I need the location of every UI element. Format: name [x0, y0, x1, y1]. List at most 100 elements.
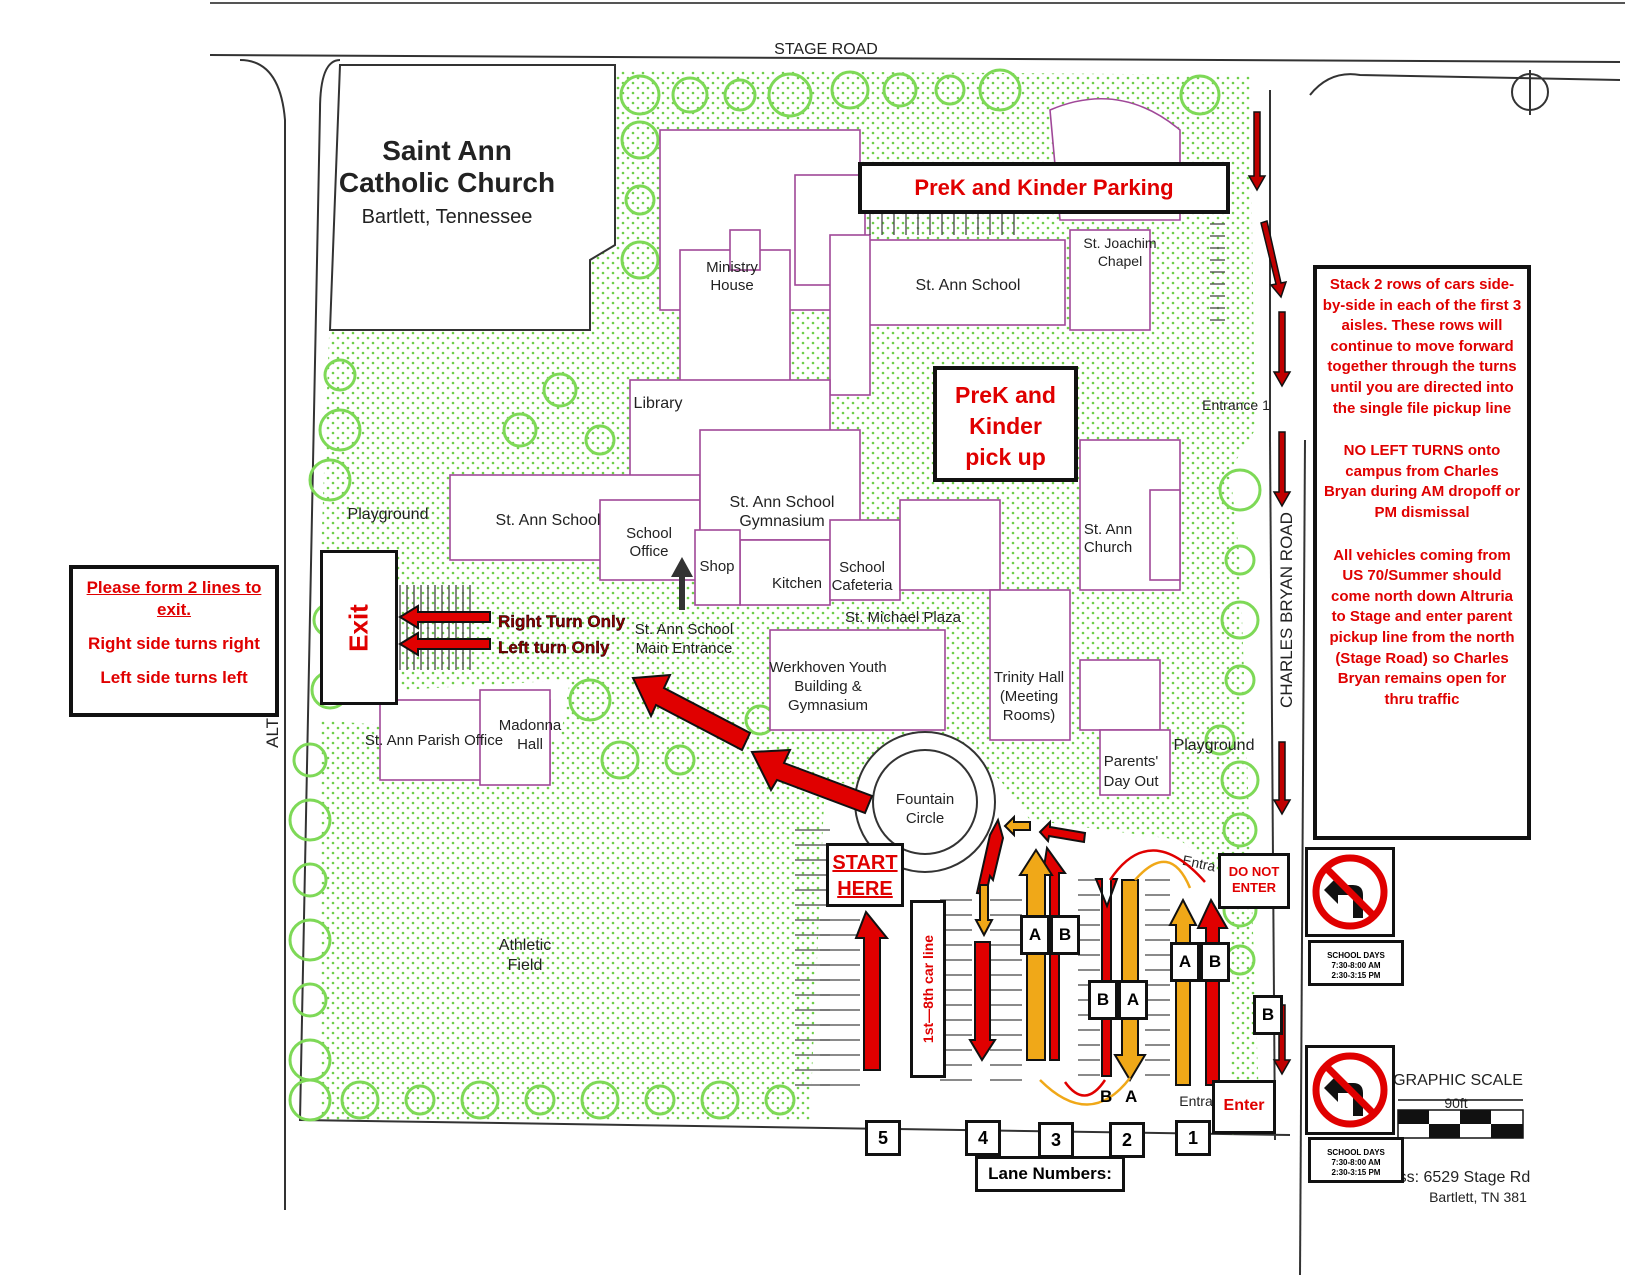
fountain-circle-shape: [854, 731, 996, 873]
exit-arrows: [398, 604, 491, 657]
instruction-p2: NO LEFT TURNS onto campus from Charles B…: [1323, 442, 1521, 521]
bld-kitchen: Kitchen: [772, 575, 822, 592]
bld-gym-1: St. Ann School: [730, 494, 835, 511]
tree: [671, 76, 709, 114]
bld-office-2: Office: [630, 543, 669, 560]
start-here-line2: HERE: [837, 878, 893, 900]
tree: [1220, 760, 1260, 800]
bld-school-west: St. Ann School: [496, 512, 601, 529]
lane-number-4: 4: [965, 1120, 1001, 1156]
tree: [1220, 600, 1260, 640]
buildings: [328, 64, 1181, 796]
instruction-p3: All vehicles coming from US 70/Summer sh…: [1329, 546, 1515, 708]
bld-gym-2: Gymnasium: [739, 513, 824, 530]
tree: [830, 70, 870, 110]
bld-werkhoven-2: Building &: [794, 678, 862, 695]
tree: [568, 678, 612, 722]
tree: [978, 68, 1022, 112]
tree: [644, 1084, 676, 1116]
tree: [620, 240, 660, 280]
fountain-label-1: Fountain: [896, 791, 954, 808]
bld-church-2: Church: [1084, 539, 1132, 556]
tree: [292, 862, 328, 898]
sign1-line2: 7:30-8:00 AM: [1331, 961, 1381, 970]
bottom-marker-b: B: [1100, 1087, 1113, 1106]
flow-arrows-red: [631, 673, 1229, 1086]
tree: [288, 1078, 332, 1122]
left-turn-only-label: Left turn Only: [498, 638, 610, 657]
athletic-field-1: Athletic: [499, 937, 551, 954]
tree: [584, 424, 616, 456]
instruction-panel: Stack 2 rows of cars side-by-side in eac…: [1313, 265, 1531, 840]
lane-number-3: 3: [1038, 1122, 1074, 1158]
church-title-1: Saint Ann: [382, 135, 512, 166]
bld-playground-west: Playground: [348, 506, 429, 523]
bld-pdo-2: Day Out: [1103, 773, 1159, 790]
lane1-marker-b: B: [1200, 942, 1230, 982]
road-charles-bryan: CHARLES BRYAN ROAD: [1277, 512, 1296, 708]
sign2-line1: SCHOOL DAYS: [1327, 1148, 1385, 1157]
bld-playground-east: Playground: [1174, 737, 1255, 754]
road-stage: STAGE ROAD: [774, 41, 878, 58]
athletic-field-2: Field: [508, 957, 543, 974]
prek-pickup-line3: pick up: [965, 444, 1046, 470]
graphic-scale-value: 90ft: [1444, 1095, 1467, 1111]
lane-number-1: 1: [1175, 1120, 1211, 1156]
tree: [580, 1080, 620, 1120]
tree: [340, 1080, 380, 1120]
lane2-marker-b: B: [1088, 980, 1118, 1020]
main-entrance-arrow: [671, 557, 693, 610]
road-direction-arrows: [1247, 111, 1292, 1076]
bld-ministry-2: House: [710, 277, 753, 294]
bottom-marker-a: A: [1125, 1087, 1138, 1106]
prek-pickup-line2: Kinder: [969, 413, 1042, 439]
lane3-marker-a: A: [1020, 915, 1050, 955]
bld-madonna-1: Madonna: [499, 717, 562, 734]
lane3-marker-b: B: [1050, 915, 1080, 955]
tree: [1204, 724, 1236, 756]
address-line1: ess: 6529 Stage Rd: [1390, 1169, 1531, 1186]
church-title-3: Bartlett, Tennessee: [362, 206, 533, 228]
tree: [542, 372, 578, 408]
tree: [288, 798, 332, 842]
bld-cafeteria-1: School: [839, 559, 885, 576]
prek-pickup-callout: PreK and Kinder pick up: [933, 366, 1078, 482]
no-left-turn-icon: [1312, 854, 1388, 930]
tree: [292, 982, 328, 1018]
do-not-enter-line1: DO NOT: [1228, 864, 1280, 879]
sign1-line1: SCHOOL DAYS: [1327, 951, 1385, 960]
bld-plaza: St. Michael Plaza: [845, 609, 962, 626]
sign1-line3: 2:30-3:15 PM: [1331, 971, 1381, 980]
road-marker-b: B: [1253, 995, 1283, 1035]
bld-library: Library: [634, 395, 683, 412]
right-turn-only-label: Right Turn Only: [498, 612, 626, 631]
tree: [664, 744, 696, 776]
fountain-label-2: Circle: [906, 810, 944, 827]
bld-trinity-1: Trinity Hall: [994, 669, 1064, 686]
no-left-turn-sign-2: [1305, 1045, 1395, 1135]
tree: [292, 742, 328, 778]
tree: [1224, 544, 1256, 576]
tree: [318, 408, 362, 452]
no-left-turn-icon: [1312, 1052, 1388, 1128]
bld-entrance-1: Entrance 1: [1202, 397, 1270, 413]
sign2-line2: 7:30-8:00 AM: [1331, 1158, 1381, 1167]
tree: [323, 358, 357, 392]
tree: [700, 1080, 740, 1120]
prek-pickup-line1: PreK and: [955, 382, 1056, 408]
tree: [404, 1084, 436, 1116]
tree: [1218, 468, 1262, 512]
bld-shop: Shop: [699, 558, 734, 575]
tree: [308, 458, 352, 502]
tree: [764, 1084, 796, 1116]
address-line2: Bartlett, TN 381: [1429, 1189, 1527, 1205]
car-line-label: 1st—8th car line: [920, 934, 936, 1044]
bld-church-1: St. Ann: [1084, 521, 1132, 538]
exit-label: Exit: [343, 603, 374, 652]
bld-parish-office: St. Ann Parish Office: [365, 732, 503, 749]
tree: [288, 918, 332, 962]
bld-pdo-1: Parents': [1104, 753, 1159, 770]
trees: [288, 68, 1262, 1122]
bld-trinity-3: Rooms): [1003, 707, 1056, 724]
bld-joachim-2: Chapel: [1098, 253, 1142, 269]
